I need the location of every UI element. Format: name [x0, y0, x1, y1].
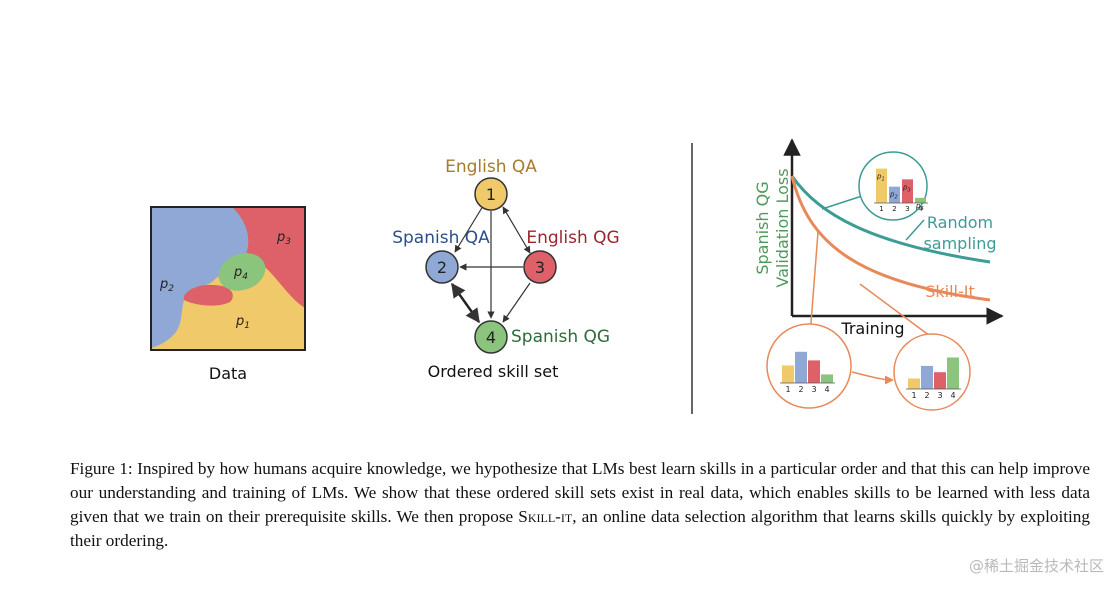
region-p4 [218, 253, 266, 291]
inset-tick-label: 3 [811, 385, 816, 394]
pointer-left-inset [809, 231, 819, 337]
skill-graph-label: Ordered skill set [428, 362, 559, 381]
inset-tick-label: 2 [892, 205, 896, 213]
inset-bar [908, 378, 920, 389]
pointer-random-label [905, 219, 925, 241]
inset-bar [795, 351, 807, 383]
node-3-id: 3 [535, 258, 545, 277]
data-panel: p2 p3 p4 p1 Data [150, 206, 306, 383]
inset-p-label: p2 [889, 191, 898, 201]
ylabel-line1: Spanish QG [753, 181, 772, 274]
curve-skill-it [790, 175, 991, 302]
inset-tick-label: 1 [879, 205, 883, 213]
label-p4: p4 [233, 265, 248, 282]
figure: p2 p3 p4 p1 Data 1 2 3 4 English QA Span… [150, 138, 1004, 414]
inset-tick-label: 4 [918, 205, 923, 213]
data-label: Data [209, 364, 247, 383]
region-p3 [232, 207, 305, 308]
node-2-id: 2 [437, 258, 447, 277]
edge-1-2 [454, 205, 484, 253]
xlabel: Training [840, 319, 904, 338]
ylabel-line2: Validation Loss [773, 168, 792, 287]
inset-tick-label: 3 [905, 205, 909, 213]
inset-bar [902, 179, 913, 203]
inset-tick-label: 2 [924, 391, 929, 400]
watermark: @稀土掘金技术社区 [968, 557, 1104, 575]
data-frame [150, 206, 306, 351]
label-p1: p1 [235, 314, 250, 331]
inset-bar [921, 365, 933, 389]
node-3-name: English QG [526, 228, 619, 248]
inset-bar [947, 357, 959, 389]
figure-caption: Figure 1: Inspired by how humans acquire… [70, 457, 1090, 553]
inset-bar [782, 365, 794, 383]
loss-plot: Spanish QG Validation Loss Training Rand… [753, 138, 1004, 411]
inset-tick-label: 1 [785, 385, 790, 394]
node-4-id: 4 [486, 328, 496, 347]
caption-text-2: , an online data selection algorithm tha… [70, 507, 1090, 551]
random-label-line2: sampling [923, 234, 996, 253]
inset-tick-label: 4 [950, 391, 955, 400]
caption-method-name: Skill-it [518, 507, 573, 527]
inset-tick-label: 1 [911, 391, 916, 400]
inset-bar [808, 360, 820, 383]
inset-bar [934, 372, 946, 389]
label-p3: p3 [276, 230, 291, 247]
inset-p-label: p1 [876, 173, 885, 183]
node-1-name: English QA [445, 157, 537, 177]
skill-graph: 1 2 3 4 English QA Spanish QA English QG… [392, 157, 619, 381]
node-2 [425, 250, 459, 284]
edge-2-4 [451, 282, 480, 324]
inset-tick-label: 3 [937, 391, 942, 400]
node-1 [474, 177, 508, 211]
node-1-id: 1 [486, 185, 496, 204]
inset-p-label: p3 [902, 183, 911, 193]
transition-arrow [851, 371, 894, 385]
inset-top-bars: 1 p1 2 p2 3 p3 4p4 [874, 168, 928, 213]
inset-bar [821, 374, 833, 383]
region-p3-blob [184, 284, 233, 306]
node-2-name: Spanish QA [392, 228, 490, 248]
edge-3-4 [502, 282, 531, 323]
edge-1-3 [502, 206, 531, 254]
inset-p-label: p4 [915, 202, 924, 212]
caption-text-1: Figure 1: Inspired by how humans acquire… [70, 459, 1090, 527]
inset-bar [915, 197, 926, 203]
pointer-right-inset [859, 283, 931, 337]
node-3 [523, 250, 557, 284]
inset-tick-label: 4 [824, 385, 829, 394]
curve-random-sampling [790, 175, 991, 264]
region-p2-strip [170, 207, 232, 246]
pointer-random-to-curve [821, 195, 863, 210]
random-label-line1: Random [927, 213, 993, 232]
inset-tick-label: 2 [798, 385, 803, 394]
node-4-name: Spanish QG [511, 327, 610, 347]
node-4 [474, 320, 508, 354]
inset-bar [889, 186, 900, 203]
skill-it-label: Skill-It [925, 282, 975, 301]
inset-bar [876, 168, 887, 203]
label-p2: p2 [159, 277, 174, 294]
